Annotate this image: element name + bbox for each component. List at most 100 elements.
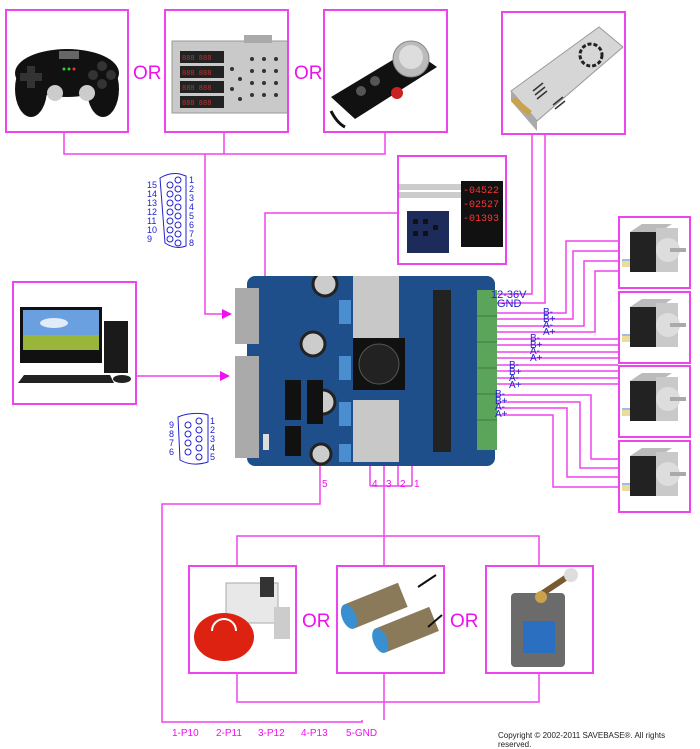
pin-number: 14 [147,189,157,199]
pin-hole [184,421,192,429]
wire-number-1: 1 [414,479,420,490]
pin-hole [166,208,174,216]
stepper-motor-icon [622,448,686,496]
pin-number: 7 [189,229,194,239]
pin-number: 2 [210,425,215,435]
gnd-label: GND [497,298,522,310]
limit-switch-image-box [485,565,594,674]
motor-lead-label: B+ [495,395,508,407]
power-supply-image-box [501,11,626,135]
stepper-motor-icon [622,373,686,421]
pin-hole [166,181,174,189]
proximity-sensor-image-box [336,565,445,674]
wire-number-4: 4 [372,479,378,490]
pin-hole [174,239,182,247]
pin-number: 2 [189,184,194,194]
display-readout: -04522 [463,186,499,197]
pin-number: 8 [189,238,194,248]
stepper-motor-icon [622,224,686,272]
driver-board-icon [235,270,497,466]
pin-legend-p10: 1-P10 [172,728,199,739]
emergency-stop-image-box [188,565,297,674]
pin-hole [195,426,203,434]
gamepad-icon [15,49,119,117]
pin-hole [174,230,182,238]
motor-lead-label: B- [495,389,505,400]
wire-number-3: 3 [386,479,392,490]
motor-lead-label: B- [543,307,553,318]
motor-lead-label: B- [530,333,540,344]
motor-lead-label: A- [530,346,540,357]
voltage-label: 12-36V [491,289,527,301]
led-display-module-image-box: -04522 -02527 -01393 [397,155,507,265]
arrow-icon [222,309,232,319]
pin-number: 12 [147,207,157,217]
or-label: OR [133,63,162,84]
pin-number: 4 [189,202,194,212]
or-label: OR [302,611,331,632]
svg-text:888 888: 888 888 [182,100,211,108]
pin-hole [195,417,203,425]
limit-switch-icon [511,568,578,667]
mpg-handwheel-image-box [323,9,448,133]
pin-number: 5 [210,452,215,462]
pin-hole [195,444,203,452]
pin-legend-p12: 3-P12 [258,728,285,739]
wire-number-5: 5 [322,479,328,490]
pin-number: 1 [210,416,215,426]
copyright-text: Copyright © 2002-2011 SAVEBASE®. All rig… [498,731,666,749]
power-supply-icon [510,26,624,131]
pin-hole [166,190,174,198]
wire-psu-gnd [490,130,546,304]
pin-hole [166,199,174,207]
pin-hole [195,435,203,443]
motor-lead-label: A- [509,373,519,384]
pin-number: 11 [147,216,156,226]
motor-lead-label: A+ [495,408,508,420]
pin-number: 6 [169,447,174,457]
gamepad-image-box [5,9,129,133]
pin-hole [195,453,203,461]
or-label: OR [294,63,323,84]
pin-hole [174,176,182,184]
pin-number: 9 [169,420,174,430]
pin-hole [184,439,192,447]
pin-hole [166,235,174,243]
motor-lead-label: B+ [543,313,556,325]
pin-hole [174,221,182,229]
proximity-sensor-icon [340,574,443,653]
pin-number: 7 [169,438,174,448]
motor-lead-label: A+ [543,326,556,338]
pin-hole [174,194,182,202]
pin-number: 10 [147,225,157,235]
pin-number: 4 [210,443,215,453]
motor-lead-label: A+ [530,352,543,364]
emergency-stop-icon [194,577,290,661]
pin-legend-gnd: 5-GND [346,728,378,739]
motor-lead-label: B- [509,360,519,371]
pin-legend-p11: 2-P11 [216,728,242,739]
svg-text:888 888: 888 888 [182,70,211,78]
pin-hole [174,203,182,211]
arrow-icon [220,371,230,381]
pin-number: 15 [147,180,157,190]
pin-hole [166,226,174,234]
pin-number: 9 [147,234,152,244]
stepper-motor-image-box [618,440,691,513]
motor-lead-label: A- [495,402,505,413]
stepper-motor-image-box [618,365,691,438]
wire-psu-v [490,130,533,295]
stepper-motor-image-box [618,291,691,364]
svg-text:888 888: 888 888 [182,55,211,63]
pin-number: 5 [189,211,194,221]
pin-hole [174,212,182,220]
wire-input-bus-down [204,154,222,315]
pin-number: 1 [189,175,194,185]
wire-display [264,212,397,300]
motor-lead-label: B+ [509,366,522,378]
pin-hole [166,217,174,225]
pin-hole [184,448,192,456]
motor-lead-label: A- [543,320,553,331]
